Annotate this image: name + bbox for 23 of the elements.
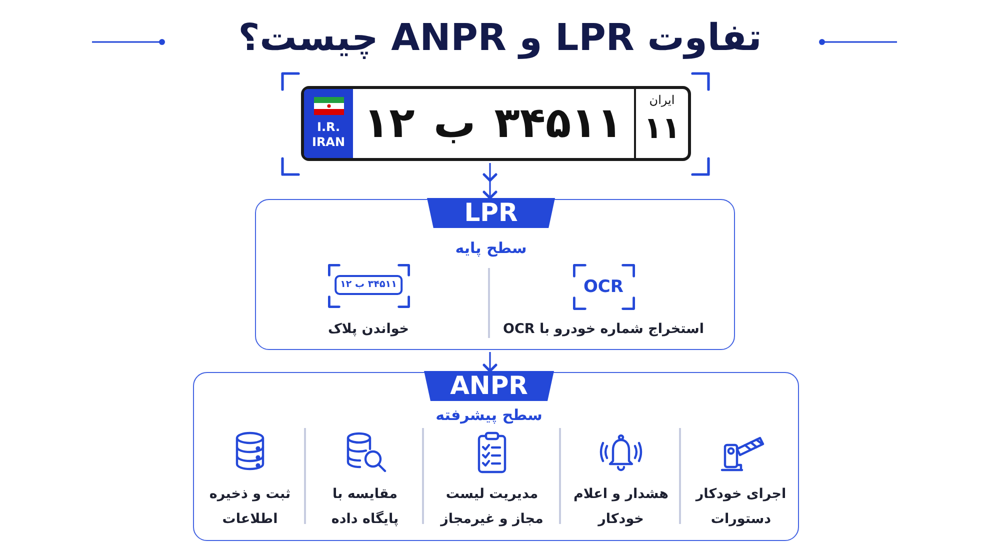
country-code: I.R. IRAN: [312, 120, 346, 150]
section-subtitle: سطح پایه: [455, 238, 527, 258]
mini-plate: ۳۴۵۱۱ ب ۱۲: [334, 275, 403, 295]
section-panel: [255, 199, 735, 350]
arrow: [482, 163, 498, 198]
region-label: ایران: [649, 92, 675, 108]
item-caption: اجرای خودکار دستورات: [696, 485, 786, 529]
plate-number: ۳۴۵۱۱ ب ۱۲: [364, 97, 622, 149]
page-title: تفاوت LPR و ANPR چیست؟: [238, 15, 762, 61]
section-panel: [193, 372, 799, 541]
item-caption: هشدار و اعلام خودکار: [573, 485, 669, 529]
item-caption: ثبت و ذخیره اطلاعات: [209, 485, 291, 529]
section-tab: LPR: [427, 198, 555, 228]
license-plate: [301, 86, 691, 161]
item-caption: خواندن پلاک: [328, 320, 410, 338]
region-code: ۱۱: [644, 110, 680, 148]
item-caption: مدیریت لیست مجاز و غیرمجاز: [440, 485, 544, 529]
item-caption: استخراج شماره خودرو با OCR: [502, 320, 704, 338]
section-tab: ANPR: [424, 371, 554, 401]
arrow: [482, 352, 498, 372]
item-caption: مقایسه با پایگاه داده: [331, 485, 399, 529]
section-subtitle: سطح پیشرفته: [436, 405, 542, 425]
scan-label: OCR: [583, 276, 624, 298]
